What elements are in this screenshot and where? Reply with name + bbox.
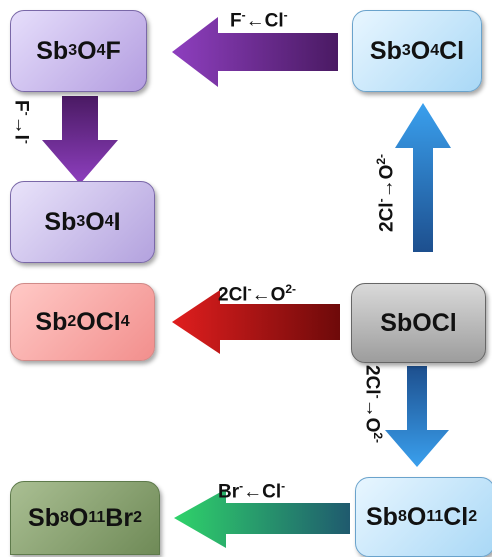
compound-sbocl: SbOCl (351, 283, 486, 363)
arrow-cl-o-up (395, 103, 451, 252)
label-cl-o-left: 2Cl-←O2- (218, 282, 297, 306)
arrow-f-i (42, 96, 118, 184)
label-cl-o-down: 2Cl-→O2- (361, 365, 385, 444)
arrow-cl-o-left (172, 290, 340, 354)
label-cl-o-up: 2Cl-→O2- (374, 153, 398, 232)
arrow-cl-o-down (385, 366, 449, 467)
arrow-br-cl (174, 489, 350, 548)
label-br-cl: Br-←Cl- (218, 479, 286, 503)
label-f-i: F-→I- (10, 100, 34, 144)
label-f-cl: F-←Cl- (230, 8, 288, 32)
arrow-f-cl (172, 17, 338, 87)
